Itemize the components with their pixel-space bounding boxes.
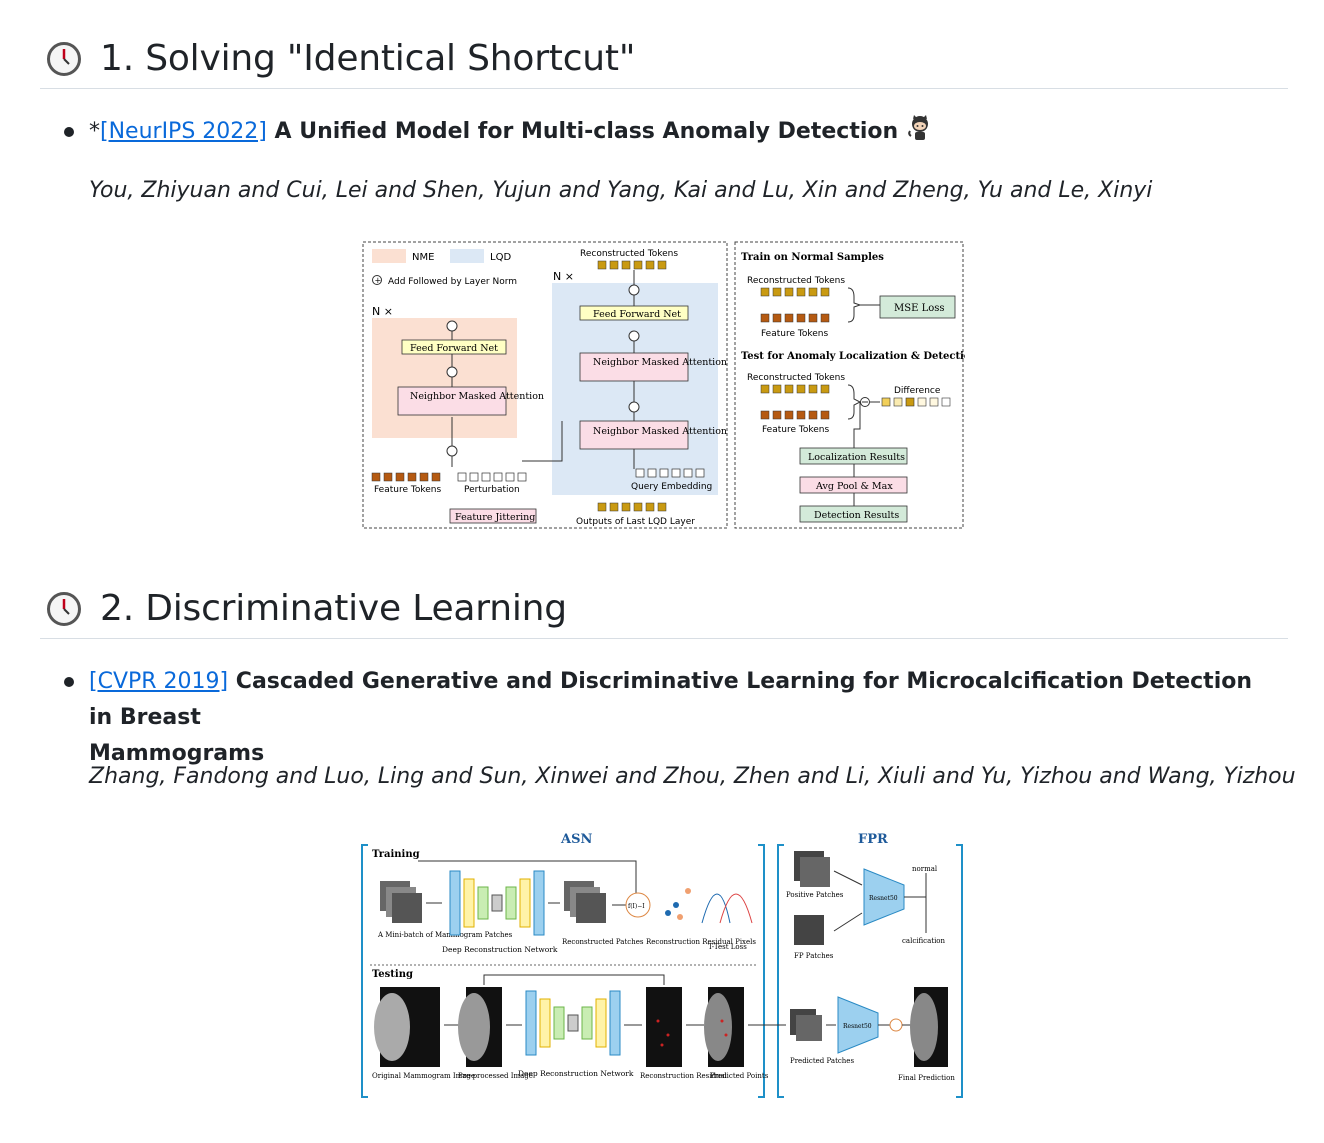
mse-loss-label: MSE Loss	[894, 303, 945, 314]
calcification-label: calcification	[902, 937, 946, 945]
predicted-patches-label: Predicted Patches	[790, 1057, 854, 1065]
query-embedding-label: Query Embedding	[631, 482, 712, 492]
training-label: Training	[372, 849, 420, 860]
paper-title-line: *[NeurIPS 2022] A Unified Model for Mult…	[89, 114, 934, 150]
venue-link[interactable]: [NeurIPS 2022]	[100, 119, 267, 144]
fpr-resnet-train: Resnet50	[869, 895, 898, 902]
paper-authors: You, Zhiyuan and Cui, Lei and Shen, Yuju…	[89, 178, 1153, 203]
figure-uniad: NME LQD + Add Followed by Layer Norm N ×…	[362, 241, 979, 531]
positive-patches-label: Positive Patches	[786, 891, 844, 899]
test-title: Test for Anomaly Localization & Detectio…	[741, 351, 965, 362]
svg-text:f(I)−I: f(I)−I	[628, 903, 645, 910]
paper-title-line: [CVPR 2019] Cascaded Generative and Disc…	[89, 664, 1269, 772]
heading-divider	[40, 638, 1288, 639]
deep-recon-test-label: Deep Reconstruction Network	[518, 1069, 634, 1078]
paper-title-cont: Mammograms	[89, 741, 265, 766]
feature-tokens-label: Feature Tokens	[374, 485, 441, 495]
difference-label: Difference	[894, 386, 941, 396]
original-label: Original Mammogram Image	[372, 1072, 475, 1080]
clock-icon	[47, 591, 81, 626]
lqd-attn2-label: Neighbor Masked Attention	[593, 426, 727, 437]
figure-cascaded: ASN FPR Training Testing A Mini-batch of…	[358, 825, 966, 1105]
paper-authors: Zhang, Fandong and Luo, Ling and Sun, Xi…	[89, 764, 1296, 789]
final-prediction-label: Final Prediction	[898, 1074, 955, 1082]
paper-title: A Unified Model for Multi-class Anomaly …	[274, 119, 899, 144]
github-icon[interactable]	[906, 114, 934, 142]
nme-repeat-label: N ×	[372, 305, 393, 318]
feature-jittering-label: Feature Jittering	[455, 512, 535, 523]
clock-icon	[47, 41, 81, 76]
deep-recon-train-label: Deep Reconstruction Network	[442, 945, 558, 954]
list-bullet	[64, 127, 74, 137]
preprocessed-label: Pre-processed Image	[458, 1072, 533, 1080]
asn-label: ASN	[560, 832, 592, 847]
heading-divider	[40, 88, 1288, 89]
normal-label: normal	[912, 865, 938, 873]
minibatch-label: A Mini-batch of Mammogram Patches	[377, 931, 513, 939]
test-recon-label: Reconstructed Tokens	[747, 373, 845, 383]
predicted-points-label: Predicted Points	[710, 1072, 769, 1080]
test-feature-label: Feature Tokens	[762, 425, 829, 435]
train-title: Train on Normal Samples	[741, 252, 884, 263]
residual-pixels-label: Reconstruction Residual Pixels	[646, 938, 756, 946]
heading-text: 1. Solving "Identical Shortcut"	[100, 38, 636, 79]
recon-residual-label: Reconstruction Residual	[640, 1072, 728, 1080]
fpr-label: FPR	[858, 832, 888, 847]
list-bullet	[64, 677, 74, 687]
detection-results-label: Detection Results	[814, 510, 899, 521]
lqd-ffn-label: Feed Forward Net	[593, 309, 681, 320]
fpr-resnet-test: Resnet50	[843, 1023, 872, 1030]
reconstructed-tokens-top: Reconstructed Tokens	[580, 249, 678, 259]
train-recon-label: Reconstructed Tokens	[747, 276, 845, 286]
lqd-attn1-label: Neighbor Masked Attention	[593, 357, 727, 368]
venue-link[interactable]: [CVPR 2019]	[89, 669, 229, 694]
lqd-repeat-label: N ×	[553, 270, 574, 283]
perturbation-label: Perturbation	[464, 485, 520, 495]
paper-title: Cascaded Generative and Discriminative L…	[89, 669, 1253, 730]
avg-pool-label: Avg Pool & Max	[815, 481, 893, 492]
testing-label: Testing	[372, 969, 413, 980]
legend-nme: NME	[412, 252, 434, 263]
highlight-marker: *	[89, 119, 100, 144]
recon-patches-label: Reconstructed Patches	[562, 938, 644, 946]
heading-text: 2. Discriminative Learning	[100, 588, 567, 629]
nme-attn-label: Neighbor Masked Attention	[410, 391, 544, 402]
outputs-last-label: Outputs of Last LQD Layer	[576, 517, 695, 527]
train-feature-label: Feature Tokens	[761, 329, 828, 339]
localization-results-label: Localization Results	[808, 452, 905, 463]
section-heading-1: 1. Solving "Identical Shortcut"	[46, 38, 635, 79]
svg-text:+: +	[375, 276, 382, 285]
legend-lqd: LQD	[490, 252, 511, 263]
section-heading-2: 2. Discriminative Learning	[46, 588, 567, 629]
fp-patches-label: FP Patches	[794, 952, 834, 960]
ttest-label: T-Test Loss	[708, 943, 747, 951]
legend-add-norm: Add Followed by Layer Norm	[388, 277, 517, 287]
nme-ffn-label: Feed Forward Net	[410, 343, 498, 354]
